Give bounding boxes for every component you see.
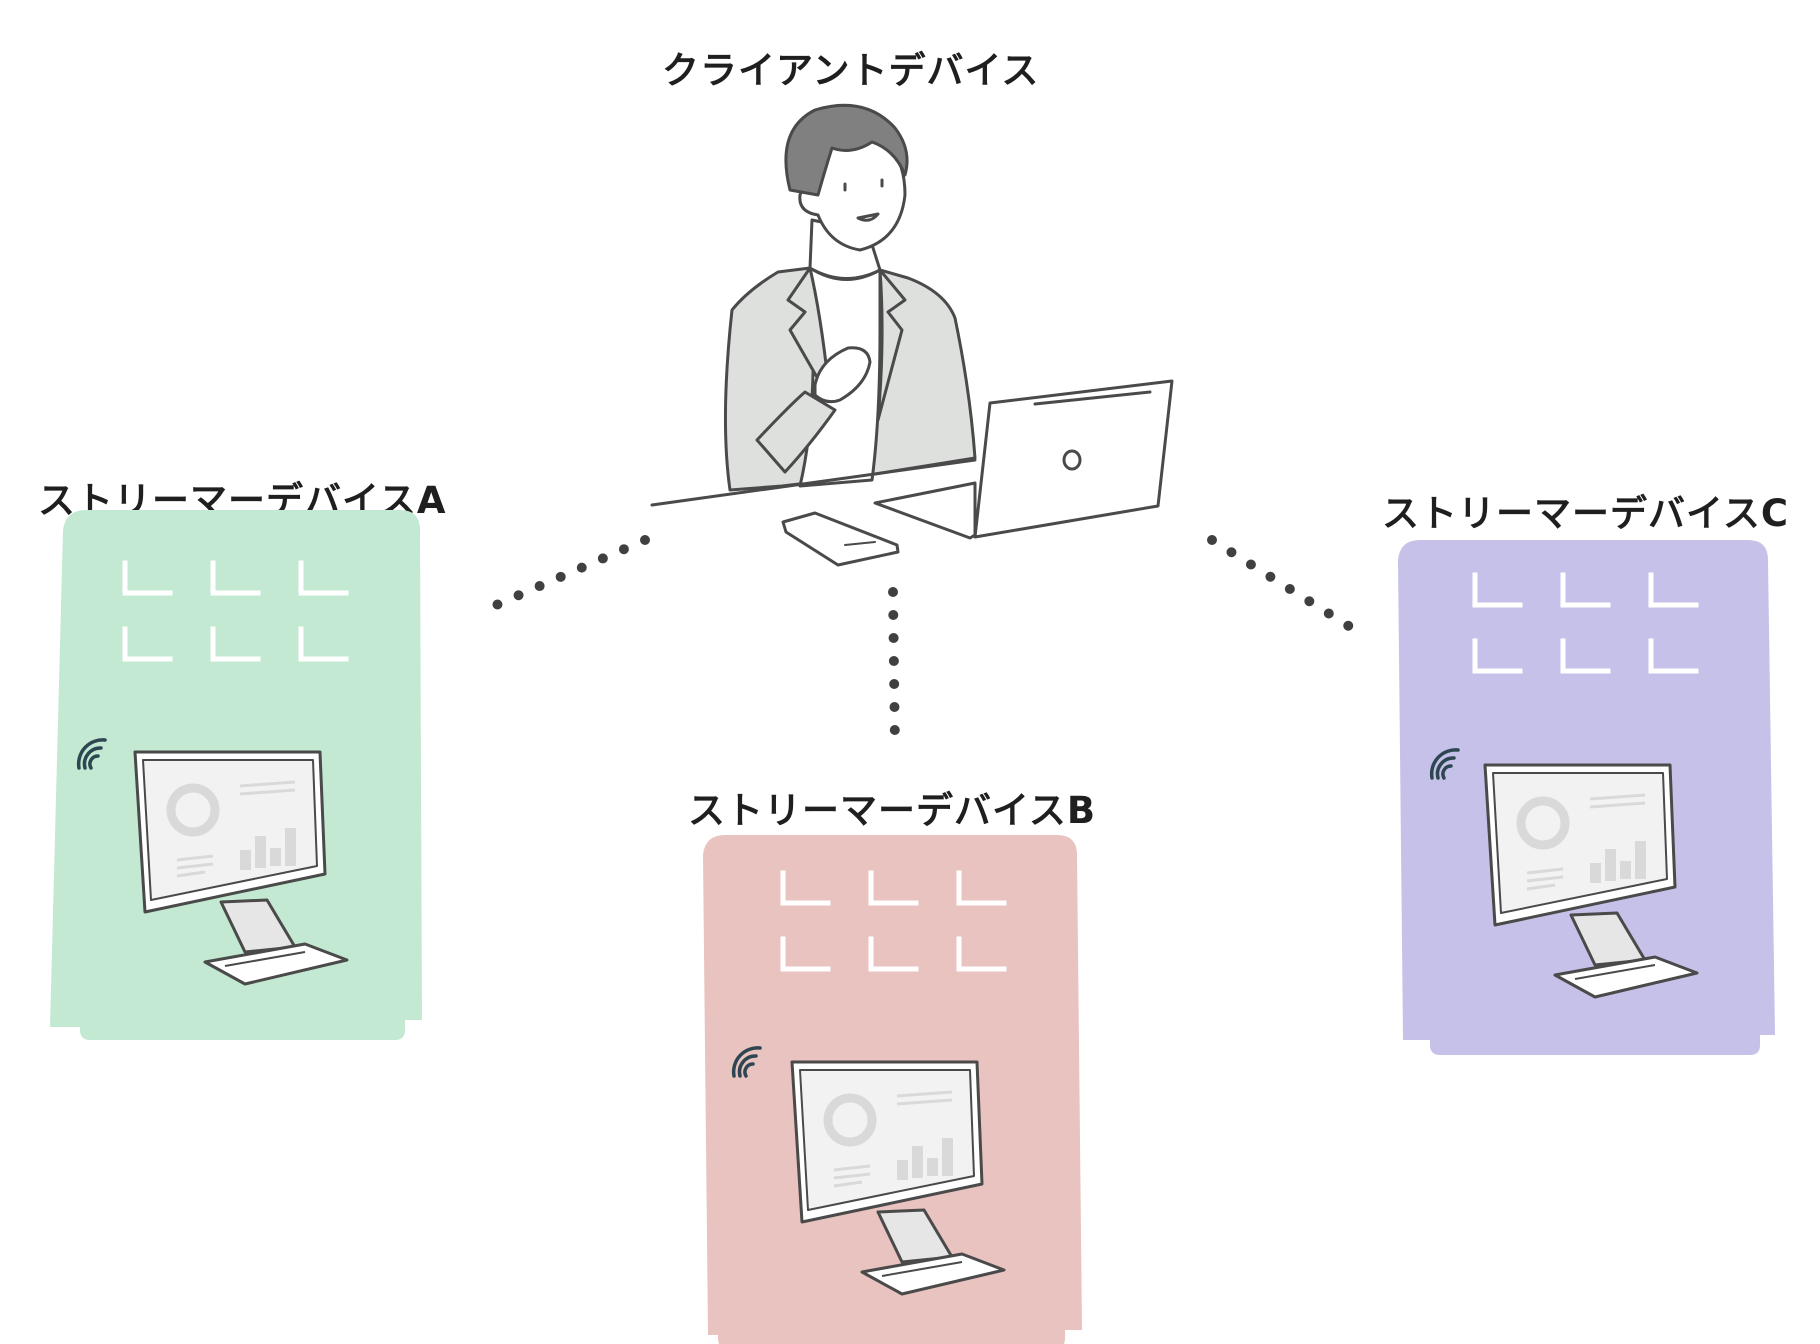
streamer-c-panel: [1398, 540, 1775, 1055]
client-device-label: クライアントデバイス: [662, 49, 1040, 92]
connector-to-b: [888, 587, 900, 750]
streamer-a-panel: [50, 510, 422, 1040]
connector-to-c: [1207, 535, 1360, 635]
person-lapel-right: [876, 268, 907, 422]
client-desk-setup: [650, 379, 1174, 567]
streamer-c-label: ストリーマーデバイスC: [1382, 492, 1790, 535]
person-hair: [784, 103, 909, 197]
connector-to-a: [489, 535, 650, 611]
laptop-screen-line: [1033, 390, 1152, 406]
laptop-base: [873, 481, 977, 540]
client-phone: [781, 511, 900, 567]
person-lapel-left: [786, 266, 832, 402]
person-arm: [755, 390, 837, 474]
laptop-logo: [1062, 449, 1082, 471]
desk-edge: [650, 458, 977, 507]
person-face-features: [843, 178, 884, 222]
streamer-b-label: ストリーマーデバイスB: [688, 789, 1097, 832]
person-hand: [813, 346, 872, 404]
laptop-screen: [973, 379, 1174, 539]
streamer-b-panel: [703, 835, 1082, 1344]
client-person-illustration: [723, 103, 977, 492]
